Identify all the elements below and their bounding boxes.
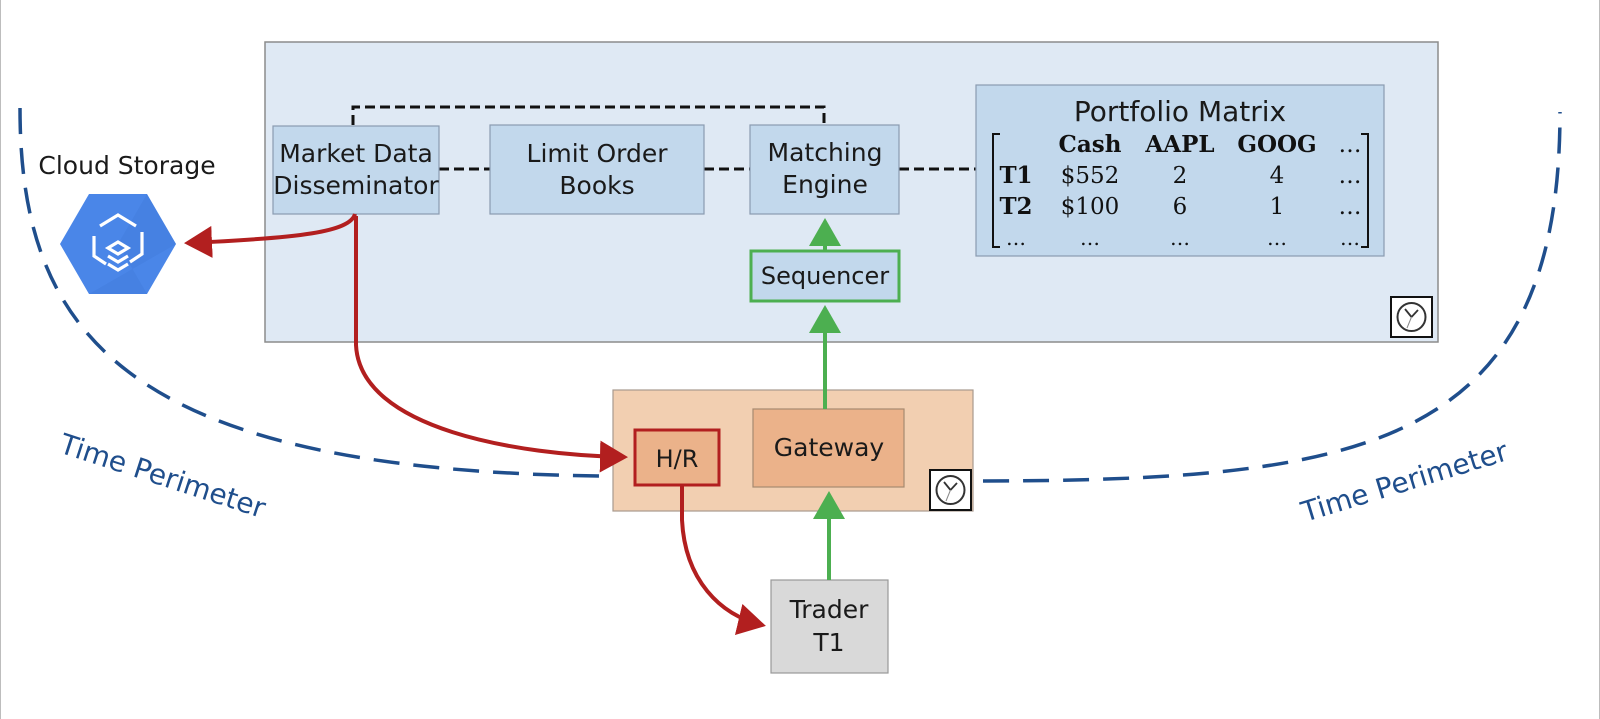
matrix-cell: … (1340, 226, 1360, 250)
matrix-right-bracket (1361, 133, 1369, 248)
clock-icon (929, 469, 972, 511)
lob-label-line1: Limit Order (527, 139, 669, 168)
portfolio-matrix-title: Portfolio Matrix (1074, 95, 1286, 128)
sequencer-box[interactable]: Sequencer (749, 249, 901, 303)
matrix-cell: … (1267, 226, 1287, 250)
sequencer-label: Sequencer (761, 262, 889, 290)
matrix-cell: 4 (1270, 163, 1285, 189)
matrix-col-more: … (1339, 132, 1362, 158)
hr-box[interactable]: H/R (633, 428, 721, 487)
market-data-label-line2: Disseminator (273, 171, 439, 200)
matrix-row-t1: T1 $552 2 4 … (999, 162, 1361, 189)
matrix-cell: 6 (1173, 194, 1188, 220)
matrix-cell: $100 (1061, 194, 1120, 220)
lob-label-line2: Books (559, 171, 634, 200)
trader-label-line2: T1 (812, 628, 844, 657)
time-perimeter-left-arc (18, 107, 601, 478)
data-flow-arrows (184, 213, 766, 635)
matrix-col-goog: GOOG (1237, 131, 1316, 158)
connector-mdd-to-matching-top (351, 105, 826, 125)
matrix-left-bracket (992, 133, 1000, 248)
matrix-cell: $552 (1061, 163, 1120, 189)
matrix-cell: … (1339, 194, 1362, 220)
order-flow-arrows (809, 218, 845, 580)
matrix-row-more: … … … … … (1006, 226, 1360, 250)
clock-icon (1390, 296, 1433, 338)
portfolio-matrix-box[interactable]: Portfolio Matrix Cash AAPL GOOG … T1 $55… (975, 84, 1385, 257)
matching-engine-label-line1: Matching (768, 138, 883, 167)
cloud-storage-label: Cloud Storage (38, 151, 215, 180)
trader-box[interactable]: Trader T1 (770, 579, 889, 674)
gateway-label: Gateway (774, 433, 885, 462)
matrix-cell: … (1006, 226, 1026, 250)
market-data-disseminator-box[interactable]: Market Data Disseminator (272, 125, 440, 215)
matrix-row-label: T1 (999, 162, 1032, 189)
arrow-hr-to-trader (680, 485, 766, 635)
google-cloud-storage-hexagon-icon (60, 194, 176, 294)
time-perimeter-left-label: Time Perimeter (55, 427, 270, 525)
internal-dashed-connectors (351, 105, 976, 171)
arrow-mdd-to-cloud-storage (184, 213, 357, 258)
hr-label: H/R (656, 445, 699, 473)
trader-label-line1: Trader (789, 595, 869, 624)
market-data-label-line1: Market Data (279, 139, 433, 168)
matrix-row-label: T2 (999, 193, 1032, 220)
matrix-cell: … (1170, 226, 1190, 250)
time-perimeter-right-label: Time Perimeter (1296, 434, 1512, 529)
matrix-cell: … (1339, 163, 1362, 189)
matrix-cell: 1 (1270, 194, 1285, 220)
limit-order-books-box[interactable]: Limit Order Books (489, 124, 705, 215)
matching-engine-box[interactable]: Matching Engine (749, 124, 900, 215)
matrix-col-cash: Cash (1059, 131, 1122, 158)
matrix-header-row: Cash AAPL GOOG … (1059, 131, 1362, 158)
matrix-cell: 2 (1173, 163, 1188, 189)
cloud-storage-node[interactable]: Cloud Storage (38, 151, 216, 294)
gateway-box[interactable]: Gateway (752, 408, 905, 488)
matrix-cell: … (1080, 226, 1100, 250)
arrow-mdd-to-hr (354, 216, 628, 473)
matching-engine-label-line2: Engine (782, 170, 868, 199)
time-perimeter-boundary (18, 107, 1562, 483)
matrix-row-t2: T2 $100 6 1 … (999, 193, 1361, 220)
matrix-col-aapl: AAPL (1144, 131, 1214, 158)
